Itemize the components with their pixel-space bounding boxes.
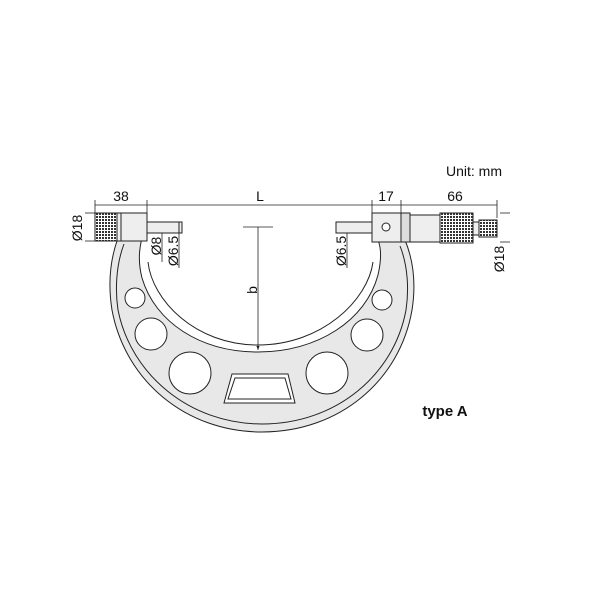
frame-hole (168, 351, 212, 395)
dim-spindle-tip-diameter: Ø6.5 (165, 236, 181, 267)
lock-icon (381, 222, 391, 232)
dim-anvil-diameter: Ø6.5 (333, 236, 349, 267)
type-label: type A (422, 403, 467, 420)
name-plate (223, 373, 296, 404)
frame-hole (350, 318, 384, 352)
left-head (94, 212, 183, 242)
unit-label: Unit: mm (446, 163, 502, 179)
anvil (335, 221, 373, 234)
right-head (335, 212, 498, 244)
frame-hole (134, 317, 168, 351)
frame (109, 237, 415, 433)
dim-66: 66 (447, 188, 463, 204)
frame-hole (124, 287, 146, 309)
dim-b: b (244, 286, 260, 294)
dim-38: 38 (113, 188, 129, 204)
dim-right-diameter: Ø18 (491, 246, 507, 273)
dim-L: L (256, 188, 264, 204)
dim-left-diameter: Ø18 (69, 215, 85, 242)
dimension-lines (85, 200, 510, 350)
frame-hole (305, 351, 349, 395)
spindle (146, 221, 180, 234)
dim-17: 17 (378, 188, 394, 204)
dim-spindle-diameter: Ø8 (148, 236, 164, 255)
frame-hole (371, 289, 393, 311)
